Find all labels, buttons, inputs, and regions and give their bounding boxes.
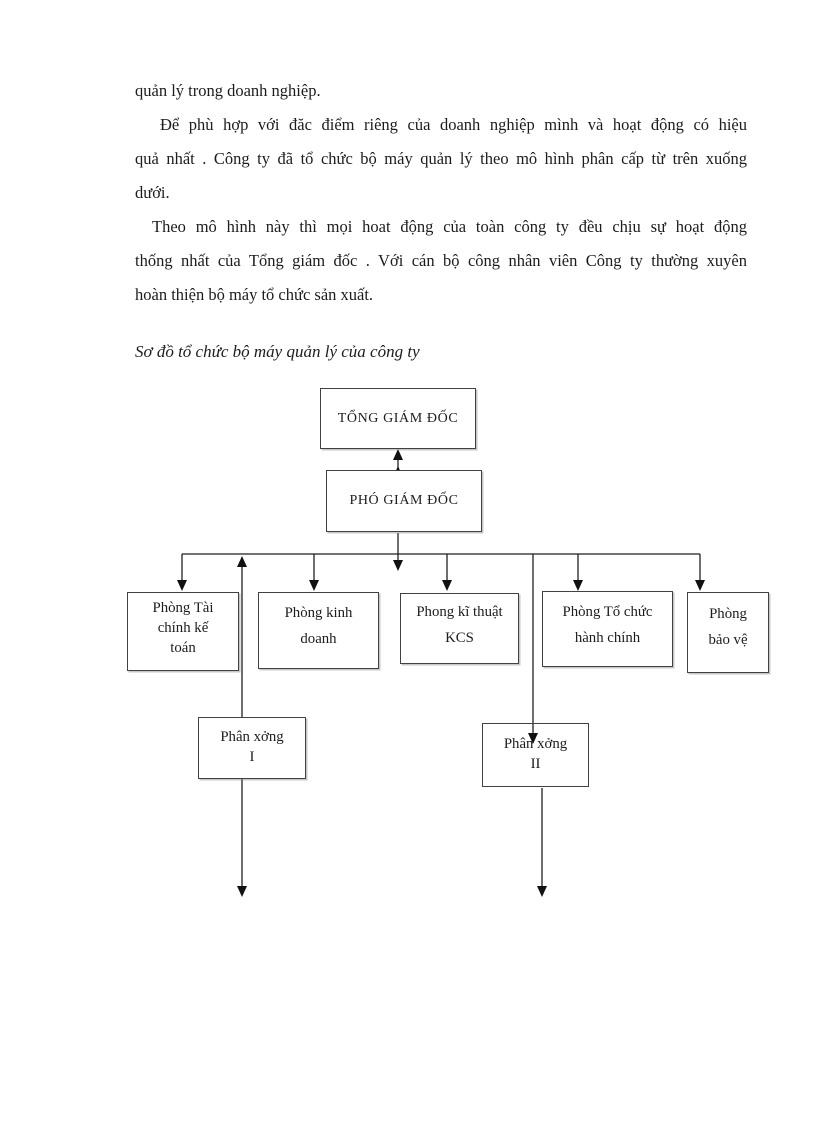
arrow-down-icon bbox=[528, 733, 538, 744]
org-box-label: doanh bbox=[300, 631, 337, 647]
arrow-up-icon bbox=[393, 449, 403, 460]
org-box-label: TỔNG GIÁM ĐỐC bbox=[337, 410, 459, 426]
paragraph-line: Để phù hợp với đăc điểm riêng của doanh … bbox=[160, 115, 747, 134]
arrow-up-icon bbox=[237, 556, 247, 567]
org-box-label: Phòng Tổ chức bbox=[562, 604, 653, 620]
org-box-deputy-director: PHÓ GIÁM ĐỐC bbox=[326, 470, 482, 532]
paragraph-line: thống nhất của Tổng giám đốc . Với cán b… bbox=[135, 251, 747, 270]
paragraph-line: hoàn thiện bộ máy tổ chức sản xuất. bbox=[135, 285, 374, 304]
org-box-finance-accounting: Phòng Tài chính kế toán bbox=[127, 592, 239, 671]
org-box-label: toán bbox=[170, 640, 196, 656]
org-box-business: Phòng kinh doanh bbox=[258, 592, 379, 669]
paragraph-line: dưới. bbox=[135, 183, 170, 202]
org-box-workshop-1: Phân xởng I bbox=[198, 717, 306, 779]
arrow-down-icon bbox=[309, 580, 319, 591]
org-box-label: Phòng kinh bbox=[284, 605, 353, 621]
arrow-down-icon bbox=[237, 886, 247, 897]
org-box-label: Phòng bbox=[709, 606, 747, 622]
body-text: quản lý trong doanh nghiệp. Để phù hợp v… bbox=[135, 74, 747, 312]
org-box-label: chính kế bbox=[157, 620, 209, 636]
org-box-label: hành chính bbox=[574, 630, 641, 646]
org-box-general-director: TỔNG GIÁM ĐỐC bbox=[320, 388, 476, 449]
org-box-label: Phân xởng bbox=[503, 736, 568, 752]
arrow-down-icon bbox=[573, 580, 583, 591]
arrow-down-icon bbox=[442, 580, 452, 591]
diagram-caption: Sơ đồ tổ chức bộ máy quản lý của công ty bbox=[135, 342, 420, 361]
org-box-label: KCS bbox=[445, 630, 474, 646]
org-box-label: I bbox=[249, 749, 255, 765]
org-box-label: Phân xởng bbox=[220, 729, 284, 745]
org-box-label: Phong kĩ thuật bbox=[416, 604, 503, 620]
org-box-label: bảo vệ bbox=[708, 632, 748, 648]
org-box-label: Phòng Tài bbox=[152, 600, 214, 616]
arrow-down-icon bbox=[695, 580, 705, 591]
arrow-down-icon bbox=[537, 886, 547, 897]
paragraph-line: quả nhất . Công ty đã tổ chức bộ máy quả… bbox=[135, 149, 747, 168]
paragraph-line: quản lý trong doanh nghiệp. bbox=[135, 81, 321, 100]
org-box-workshop-2: Phân xởng II bbox=[482, 723, 589, 787]
org-box-organization-admin: Phòng Tổ chức hành chính bbox=[542, 591, 673, 667]
org-box-technical-kcs: Phong kĩ thuật KCS bbox=[400, 593, 519, 664]
paragraph-line: Theo mô hình này thì mọi hoat động của t… bbox=[152, 217, 747, 236]
org-box-label: II bbox=[530, 756, 541, 772]
arrow-down-icon bbox=[177, 580, 187, 591]
org-box-label: PHÓ GIÁM ĐỐC bbox=[349, 493, 459, 508]
arrow-down-icon bbox=[393, 560, 403, 571]
org-box-security: Phòng bảo vệ bbox=[687, 592, 769, 673]
